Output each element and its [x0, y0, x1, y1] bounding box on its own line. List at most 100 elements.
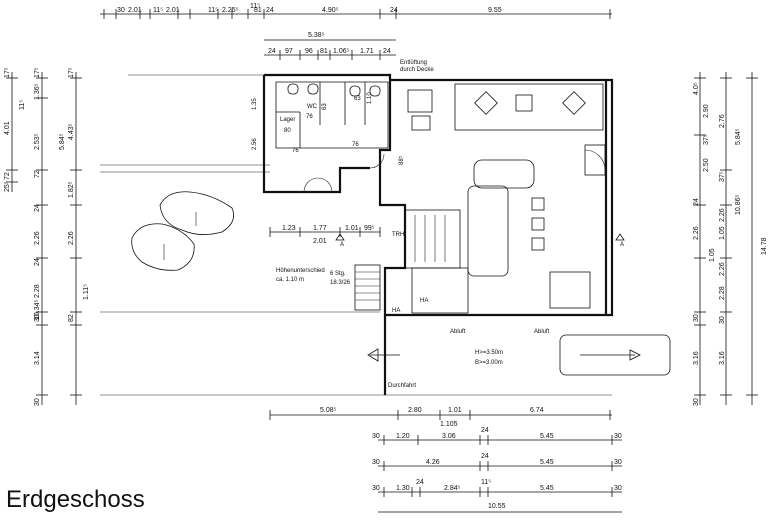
dim-wc-76b: 76	[292, 148, 299, 154]
dim-bottom1-5: 6.74	[530, 407, 544, 414]
dim-bottom2-5: 5.45	[540, 433, 554, 440]
dim-left-a1: 17⁵	[4, 67, 11, 78]
dim-top-6: 2.25⁵	[222, 7, 239, 14]
dim-bottom4-7: 30	[614, 485, 622, 492]
dim-bottom2-3: 3.06	[442, 433, 456, 440]
dim-bottom2-4: 24	[481, 427, 489, 434]
tree-symbols	[131, 191, 235, 271]
dim-bottom5-1: 10.55	[488, 503, 506, 510]
room-label-wc: WC	[307, 104, 318, 110]
dim-bottom4-4: 2.84⁵	[444, 485, 461, 492]
dim-left-b8: 24	[34, 258, 41, 266]
driveway: Durchfahrt H>=3.50m B>=3.00m Abluft Ablu…	[367, 329, 671, 389]
label-hoehe-value: ca. 1.10 m	[276, 277, 304, 283]
dim-left-b3: 1.36⁵	[34, 83, 41, 100]
dim-top2-7: 1.71	[360, 48, 374, 55]
dim-bottom2-2: 1.20	[396, 433, 410, 440]
dining-area	[407, 83, 606, 309]
top-dimension-chain-2: 5.38⁵ 24 97 96 81 1.06⁵ 1.71 24	[264, 32, 396, 60]
dim-mid-3: 2.01	[313, 238, 327, 245]
dim-bottom3-1: 30	[372, 459, 380, 466]
dim-right-b1: 2.76	[719, 114, 726, 128]
top-dimension-chain: 30 2.01 11⁵ 2.01 11⁵ 2.25⁵ 11⁵ 81 24 4.9…	[100, 3, 612, 19]
dim-right-a6: 2.26	[693, 226, 700, 240]
dim-right-a4: 2.50	[703, 158, 710, 172]
dim-right-a9: 30	[693, 398, 700, 406]
dim-left-c3: 5.84⁵	[59, 133, 66, 150]
dim-left-b9: 2.28	[34, 284, 41, 298]
dim-left-b5: 72	[34, 170, 41, 178]
dim-top2-2: 24	[268, 48, 276, 55]
dim-right-b2: 37⁵	[719, 171, 726, 182]
dim-wc-135: 1.35	[252, 98, 258, 110]
dim-top-2: 2.01	[128, 7, 142, 14]
dim-right-c2: 10.86⁵	[735, 194, 742, 215]
dim-left-c1: 17⁵	[68, 67, 75, 78]
dim-left-c7: 82	[68, 314, 75, 322]
dim-right-a3: 37⁵	[703, 134, 710, 145]
dim-left-b10: 30	[34, 314, 41, 322]
dim-left-c8: 1.11⁵	[83, 284, 90, 300]
dim-right-b5: 2.26	[719, 262, 726, 276]
label-entlueftung-2: durch Decke	[400, 67, 434, 73]
dim-bottom2-1: 30	[372, 433, 380, 440]
dim-mid-4: 1.01	[345, 225, 359, 232]
dim-top-7: 11⁵	[250, 3, 260, 10]
label-ha-1: HA	[392, 308, 400, 314]
dim-left-c4: 1.82⁵	[68, 181, 75, 198]
label-b-clear: B>=3.00m	[475, 360, 503, 366]
plan-title: Erdgeschoss	[6, 486, 145, 513]
dim-top-11: 24	[390, 7, 398, 14]
dim-top-3: 11⁵	[153, 7, 163, 14]
dim-bottom1-1: 5.08⁵	[320, 407, 337, 414]
dim-wc-256: 2.56	[252, 138, 258, 150]
building-walls	[100, 73, 614, 396]
dim-wc-63a: 63	[322, 103, 328, 110]
dim-top-9: 24	[266, 7, 274, 14]
dim-top-5: 11⁵	[208, 7, 218, 14]
dim-right-c3: 14.78	[761, 237, 768, 255]
label-ha-2: HA	[420, 298, 428, 304]
room-label-lager: Lager	[280, 117, 295, 123]
label-hoehenunterschied: Höhenunterschied	[276, 268, 325, 274]
label-stairs-count: 6 Stg.	[330, 271, 346, 277]
stair-core: TRH HA HA Höhenunterschied ca. 1.10 m 6 …	[276, 209, 625, 314]
dim-top-12: 9.55	[488, 7, 502, 14]
dim-lager-80: 80	[284, 128, 291, 134]
dim-left-b7: 2.26	[34, 231, 41, 245]
dim-right-b7: 2.28	[719, 286, 726, 300]
vehicle-symbol	[559, 334, 671, 376]
dim-bottom4-2: 1.30	[396, 485, 410, 492]
dim-bottom2-6: 30	[614, 433, 622, 440]
dim-bottom1-3: 1.01	[448, 407, 462, 414]
dim-bottom4-3: 24	[416, 479, 424, 486]
dim-top-1: 30	[117, 7, 125, 14]
dim-right-a5: 24	[693, 198, 700, 206]
dim-left-a2: 4.01	[4, 121, 11, 135]
dim-right-a1: 4.0⁵	[693, 82, 700, 95]
dim-mid-1: 1.23	[282, 225, 296, 232]
dim-bottom4-1: 30	[372, 485, 380, 492]
dim-wc-110: 1.10	[367, 92, 373, 104]
label-trh: TRH	[392, 232, 404, 238]
label-abluft-1: Abluft	[450, 329, 466, 335]
dim-top-4: 2.01	[166, 7, 180, 14]
dim-wc-76c: 76	[352, 142, 359, 148]
dim-left-b12: 30	[34, 398, 41, 406]
dim-left-a4: 25⁵	[4, 181, 11, 192]
label-abluft-2: Abluft	[534, 329, 550, 335]
dim-bottom4-5: 11⁵	[481, 479, 491, 486]
dim-left-c6: 10.34⁵	[34, 299, 41, 320]
dim-bottom3-3: 24	[481, 453, 489, 460]
wc-block: Lager WC 80 76 76 76 63 63 1.10 1.35 2.5…	[252, 81, 405, 193]
dim-right-a7: 30	[693, 314, 700, 322]
dim-top2-4: 96	[305, 48, 313, 55]
dim-left-c5: 2.26	[68, 231, 75, 245]
dim-bottom1-4: 1.105	[440, 421, 458, 428]
left-dimension-chains: 17⁵ 4.01 72 25⁵ 17⁵ 11⁵ 1.36⁵ 2.53⁵ 72 2…	[4, 67, 90, 406]
right-dimension-chains: 4.0⁵ 2.90 37⁵ 2.50 24 2.26 30 3.16 30 2.…	[693, 72, 768, 406]
dim-bottom1-2: 2.80	[408, 407, 422, 414]
dim-right-b8: 30	[719, 316, 726, 324]
dim-left-b11: 3.14	[34, 351, 41, 365]
